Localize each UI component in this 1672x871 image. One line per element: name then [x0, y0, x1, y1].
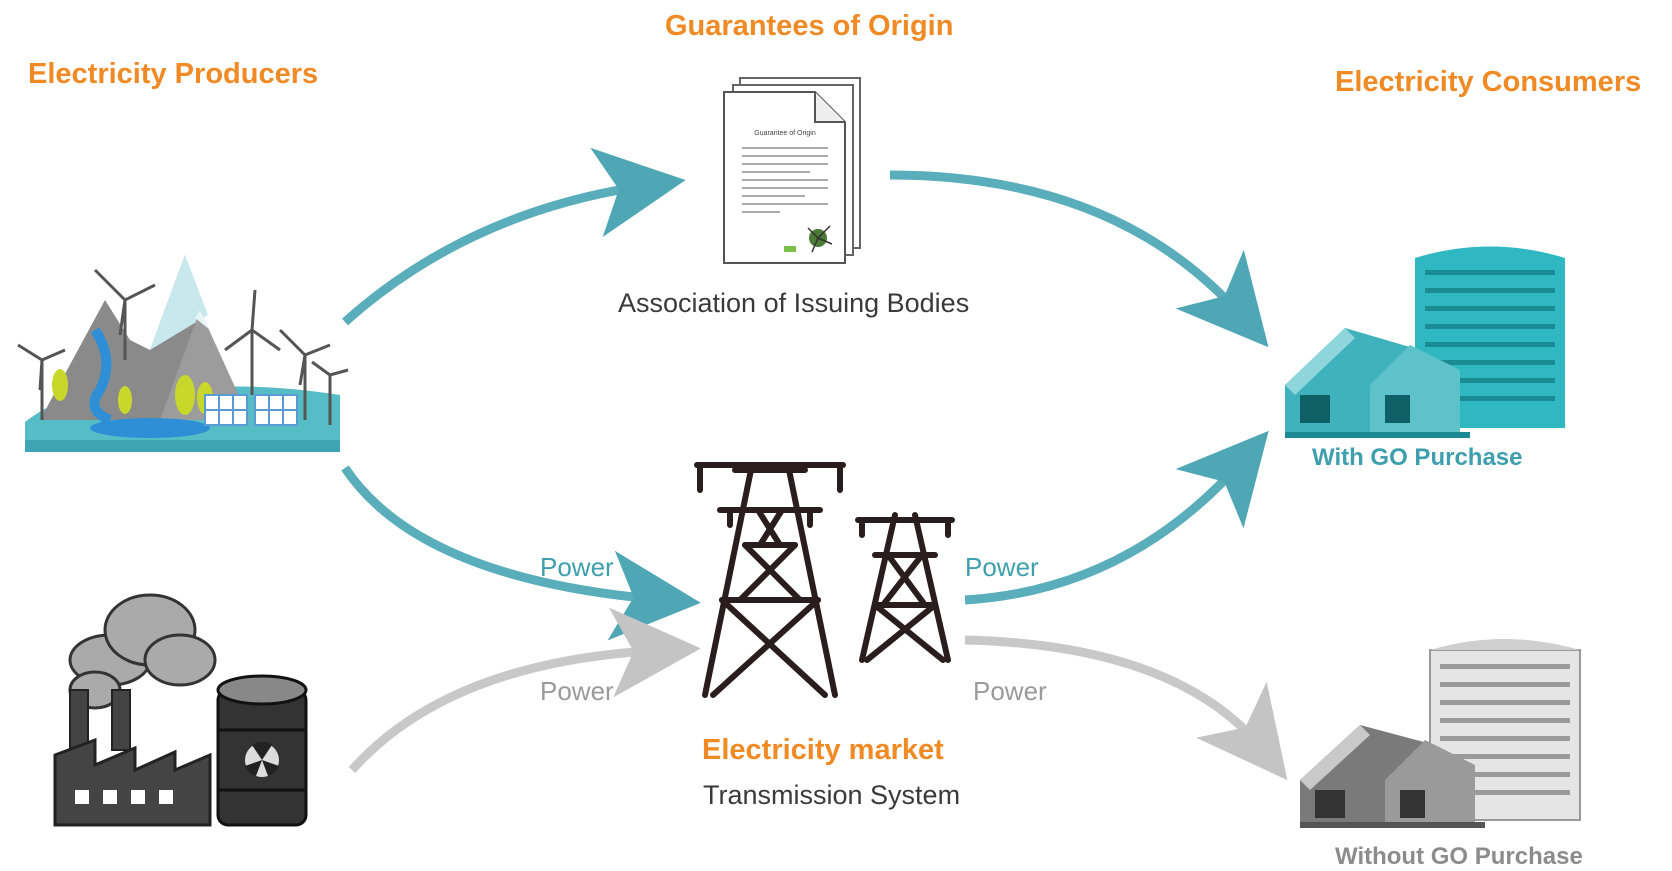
arrow-renewable-power-out — [964, 430, 1269, 605]
market-title: Electricity market — [702, 734, 944, 766]
power-label-renewable-in: Power — [540, 552, 614, 582]
transmission-tower-icon — [694, 462, 955, 698]
with-go-label: With GO Purchase — [1312, 444, 1523, 471]
transmission-label: Transmission System — [703, 780, 961, 810]
arrow-producers-to-go — [341, 147, 686, 326]
arrow-renewable-power-in — [341, 465, 701, 641]
producers-title: Electricity Producers — [28, 58, 319, 90]
guarantees-title: Guarantees of Origin — [665, 10, 954, 42]
power-label-fossil-out: Power — [973, 676, 1047, 706]
go-document-icon — [723, 77, 861, 264]
arrow-fossil-power-in — [348, 607, 701, 773]
document-heading: Guarantee of Origin — [754, 130, 816, 137]
fossil-plant-icon — [53, 593, 308, 827]
consumer-buildings-teal-icon — [1285, 246, 1565, 438]
arrow-fossil-power-out — [964, 635, 1288, 781]
power-label-fossil-in: Power — [540, 676, 614, 706]
power-label-renewable-out: Power — [965, 552, 1039, 582]
consumer-buildings-gray-icon — [1300, 639, 1581, 828]
renewable-landscape-icon — [17, 255, 349, 452]
without-go-label: Without GO Purchase — [1335, 843, 1583, 870]
arrow-go-to-consumers — [889, 170, 1269, 348]
consumers-title: Electricity Consumers — [1335, 66, 1642, 98]
issuing-bodies-label: Association of Issuing Bodies — [618, 288, 970, 318]
